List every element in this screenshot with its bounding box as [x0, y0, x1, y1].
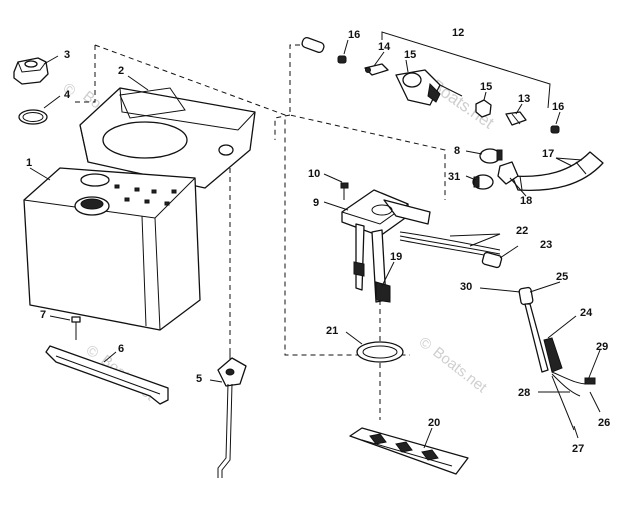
- fuel-gauge: [217, 348, 247, 478]
- leader-lines: [29, 31, 601, 449]
- callout-14: 14: [378, 41, 391, 53]
- screw: [71, 316, 81, 340]
- sender-wires: [551, 371, 589, 431]
- pickup-gasket-inner: [362, 345, 398, 359]
- callout-15a: 15: [404, 49, 416, 61]
- wire-plug: [481, 251, 503, 269]
- pickup-gasket: [356, 341, 404, 363]
- callout-28: 28: [518, 387, 530, 399]
- callout-19: 19: [390, 251, 402, 263]
- clamp-8: [479, 148, 503, 164]
- mounting-bracket: [45, 345, 169, 405]
- callout-8: 8: [454, 145, 460, 157]
- callout-30: 30: [460, 281, 472, 293]
- callout-1: 1: [26, 157, 32, 169]
- tank-cover: [79, 87, 256, 189]
- hex-nut: [475, 99, 492, 118]
- callout-31: 31: [448, 171, 460, 183]
- plug-16-left: [337, 55, 347, 64]
- filter-screen: [349, 427, 469, 475]
- fuel-sender: [518, 286, 563, 373]
- fuel-cap: [13, 57, 49, 85]
- callout-23: 23: [540, 239, 552, 251]
- callout-25: 25: [556, 271, 568, 283]
- watermark-text-4: Boats.net: [430, 344, 491, 397]
- check-valve: [364, 63, 389, 76]
- callout-22: 22: [516, 225, 528, 237]
- mounting-screw: [340, 182, 349, 200]
- callout-26: 26: [598, 417, 610, 429]
- fuel-pickup-assembly: [341, 189, 431, 303]
- callout-labels: 1 2 3 4 5 6 7 8 9 10 12 13 14 15 15 16 1…: [26, 27, 610, 455]
- callout-9: 9: [313, 197, 319, 209]
- callout-29: 29: [596, 341, 608, 353]
- callout-10: 10: [308, 168, 320, 180]
- cap-gasket-inner: [22, 112, 44, 122]
- assembly-guide-lines: [75, 44, 446, 420]
- callout-5: 5: [196, 373, 202, 385]
- callout-16b: 16: [552, 101, 564, 113]
- fuel-hose: [511, 151, 604, 192]
- callout-7: 7: [40, 309, 46, 321]
- callout-27: 27: [572, 443, 584, 455]
- callout-18: 18: [520, 195, 532, 207]
- callout-6: 6: [118, 343, 124, 355]
- callout-15b: 15: [480, 81, 492, 93]
- callout-3: 3: [64, 49, 70, 61]
- callout-13: 13: [518, 93, 530, 105]
- terminal-29: [584, 377, 596, 385]
- plug-16-right: [550, 125, 560, 134]
- callout-4: 4: [64, 89, 71, 101]
- callout-17: 17: [542, 148, 554, 160]
- callout-20: 20: [428, 417, 440, 429]
- fuel-fitting: [505, 111, 527, 126]
- clamp-31: [472, 174, 494, 190]
- fuel-tank: [23, 167, 201, 331]
- callout-2: 2: [118, 65, 124, 77]
- fuel-connector: [395, 69, 463, 106]
- watermark-symbol-4: ©: [416, 334, 435, 354]
- callout-24: 24: [580, 307, 593, 319]
- callout-16a: 16: [348, 29, 360, 41]
- callout-21: 21: [326, 325, 338, 337]
- fitting-tube: [301, 37, 325, 53]
- callout-12: 12: [452, 27, 464, 39]
